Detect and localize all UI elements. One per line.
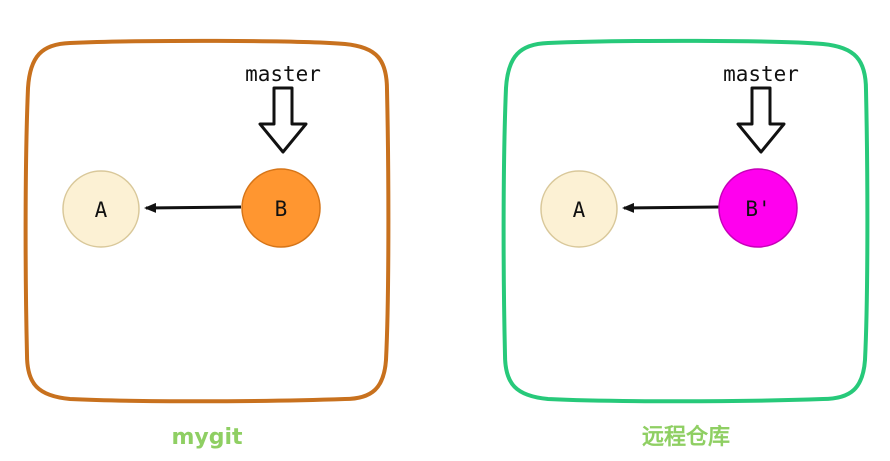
branch-label-master: master	[245, 62, 321, 86]
panel-mygit: master A B mygit	[23, 38, 391, 450]
commit-label: A	[573, 198, 586, 222]
commit-node-a: A	[62, 170, 140, 248]
commit-parent-arrow	[144, 202, 242, 213]
commit-label: B	[275, 197, 288, 221]
panel-border	[501, 38, 870, 404]
commit-node-a: A	[540, 170, 618, 248]
commit-label: B'	[745, 197, 770, 221]
panel-remote-repo: master A B' 远程仓库	[501, 38, 870, 450]
panel-caption: mygit	[171, 425, 243, 450]
branch-pointer-arrow	[736, 86, 786, 154]
commit-parent-arrow	[622, 202, 720, 213]
branch-label-master: master	[723, 62, 799, 86]
commit-node-b-prime: B'	[718, 168, 798, 248]
commit-node-b: B	[241, 168, 321, 248]
commit-label: A	[95, 198, 108, 222]
panel-border	[23, 38, 391, 404]
panel-caption: 远程仓库	[642, 424, 730, 450]
branch-pointer-arrow	[258, 86, 308, 154]
